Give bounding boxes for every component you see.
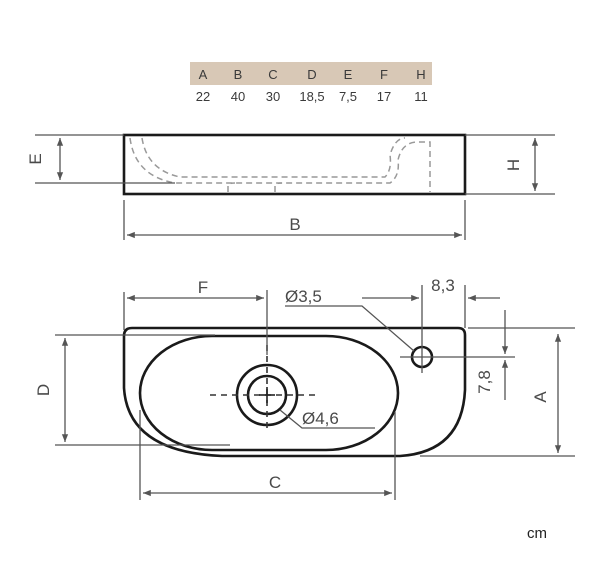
- label-h: H: [504, 159, 523, 171]
- label-a: A: [531, 391, 550, 403]
- label-e: E: [26, 153, 45, 164]
- label-f: F: [198, 278, 208, 297]
- label-tap-hole-diameter: Ø3,5: [285, 287, 322, 306]
- table-header-b: B: [234, 67, 243, 82]
- label-b: B: [289, 215, 300, 234]
- table-value-c: 30: [266, 89, 280, 104]
- table-header-h: H: [416, 67, 425, 82]
- hidden-bowl-inner: [141, 137, 406, 178]
- unit-label: cm: [527, 525, 547, 542]
- side-view: E H B: [26, 133, 555, 240]
- hidden-bowl-outer: [129, 137, 431, 192]
- label-d: D: [34, 384, 53, 396]
- bowl-outline: [138, 334, 400, 452]
- table-header-f: F: [380, 67, 388, 82]
- table-header-e: E: [344, 67, 353, 82]
- table-value-e: 7,5: [339, 89, 357, 104]
- label-drain-diameter: Ø4,6: [302, 409, 339, 428]
- table-value-f: 17: [377, 89, 391, 104]
- basin-outline: [122, 326, 467, 458]
- table-header-d: D: [307, 67, 316, 82]
- label-c: C: [269, 473, 281, 492]
- label-tap-offset: 8,3: [431, 276, 455, 295]
- hidden-drain: [227, 182, 283, 192]
- side-outline: [122, 133, 467, 196]
- plan-view: F Ø3,5 8,3 7,8 A D C Ø4,6: [34, 276, 575, 500]
- dimension-table: A 22 B 40 C 30 D 18,5 E 7,5 F 17 H 11: [190, 62, 432, 104]
- table-header-c: C: [268, 67, 277, 82]
- table-value-a: 22: [196, 89, 210, 104]
- table-value-b: 40: [231, 89, 245, 104]
- table-header-bg: [190, 62, 432, 85]
- label-tap-depth: 7,8: [475, 370, 494, 394]
- table-value-h: 11: [414, 89, 428, 104]
- table-header-a: A: [199, 67, 208, 82]
- table-value-d: 18,5: [299, 89, 324, 104]
